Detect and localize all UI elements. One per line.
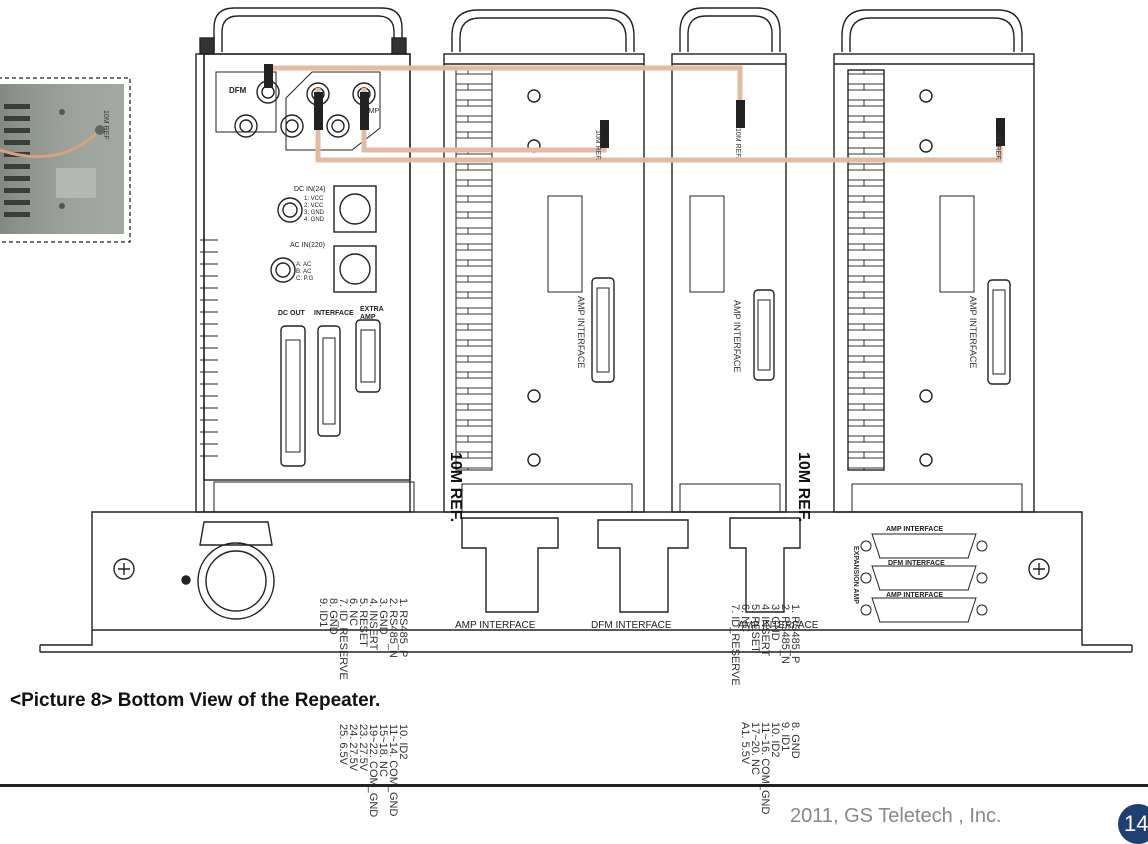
module1-interface-label: AMP INTERFACE: [576, 296, 586, 369]
interface-label: INTERFACE: [314, 310, 354, 317]
right-connector-1: AMP INTERFACE: [886, 526, 944, 533]
dc-in-label: DC IN(24): [294, 186, 326, 193]
ref-left-label: 10M REF.: [447, 452, 464, 523]
module1-ref-label: 10M REF.: [594, 130, 601, 161]
photo-inset: [0, 77, 131, 243]
dc-out-label: DC OUT: [278, 310, 305, 317]
cable-ends: [264, 64, 1005, 148]
right-connector-3: AMP INTERFACE: [886, 592, 944, 599]
ref-right-label: 10M REF.: [795, 452, 812, 523]
figure-caption: <Picture 8> Bottom View of the Repeater.: [10, 690, 381, 711]
ac-in-label: AC IN(220): [290, 242, 326, 249]
copyright-text: 2011, GS Teletech , Inc.: [790, 805, 1002, 827]
module-2: [671, 7, 787, 513]
expansion-label: EXPANSION AMP: [852, 546, 859, 604]
base-plate: [39, 511, 1133, 653]
page-number-badge: 14: [1118, 804, 1148, 844]
pinout-right-a: 1. RS485_P 2. RS485_N 3. GND 4. INSERT 5…: [729, 604, 801, 686]
module-1: [443, 9, 645, 513]
dfm-label: DFM: [229, 86, 247, 95]
module2-ref-label: 10M REF.: [734, 128, 741, 159]
base-dfm-interface-label: DFM INTERFACE: [591, 620, 672, 631]
dc-in-pins: 1: VCC 2: VCC 3: GND 4: GND: [304, 196, 325, 223]
module2-interface-label: AMP INTERFACE: [732, 300, 742, 373]
base-amp-interface-label: AMP INTERFACE: [455, 620, 536, 631]
inset-ref-label: 10M REF: [102, 110, 109, 140]
module3-ref-label: 10M REF.: [994, 130, 1001, 161]
pinout-left-a: 1. RS485_P 2. RS485_N 3. GND 4. INSERT 5…: [317, 598, 409, 680]
footer-divider: [0, 784, 1148, 787]
extra-amp-label: EXTRA AMP: [360, 306, 384, 321]
module3-interface-label: AMP INTERFACE: [968, 296, 978, 369]
module-3: [833, 9, 1035, 513]
right-connector-2: DFM INTERFACE: [888, 560, 945, 567]
pinout-right-b: 8. GND 9. ID1 10. ID2 11~16. COM_GND 17~…: [739, 722, 801, 814]
ac-in-pins: A: AC B: AC C: P.G: [296, 262, 314, 282]
main-unit: [195, 7, 415, 513]
amp-label: AMP: [364, 108, 380, 115]
base-third-interface-label: AMP INTERFACE: [738, 620, 819, 631]
pinout-left-b: 10. ID2 11~14. COM_GND 15~18. NC 19~22. …: [337, 724, 409, 818]
